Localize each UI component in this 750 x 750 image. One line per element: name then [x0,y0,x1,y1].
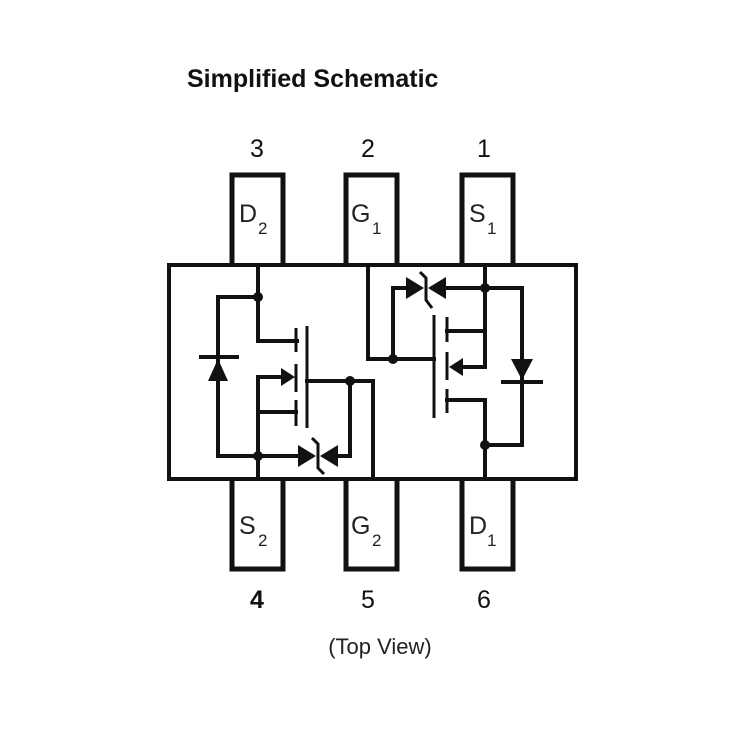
pin-1-s1: S 1 [459,172,516,269]
pin-name: G [351,200,370,228]
pin-name: D [239,200,257,228]
pin-number-4: 4 [250,586,264,614]
drain-wire-q1 [445,398,487,481]
pin-6-d1: D 1 [459,474,516,572]
pin-3-d2: D 2 [229,172,286,269]
pin-5-g2: G 2 [343,474,400,572]
pin-subscript: 1 [372,219,381,238]
diagram-title: Simplified Schematic [187,65,439,93]
diode-icon [501,359,543,384]
zener-wire-q1 [391,286,410,361]
pin-4-s2: S 2 [229,474,286,572]
arrow-icon [281,368,295,386]
pin-name: S [239,512,256,540]
pin-name: D [469,512,487,540]
pin-name: G [351,512,370,540]
pin-subscript: 1 [487,531,496,550]
zener-wire-q2 [336,379,352,458]
pin-2-g1: G 1 [343,172,400,269]
junction-dot [253,451,263,461]
diode-wire-q2 [216,295,260,458]
diode-icon [199,355,239,381]
gate-lead-q1 [366,264,436,361]
pin-name: S [469,200,486,228]
junction-dot [253,292,263,302]
pin-subscript: 2 [258,531,267,550]
pin-number-2: 2 [361,135,375,163]
zener-icon [298,436,338,476]
mosfet-q1 [366,264,543,481]
zener-icon [406,270,446,309]
junction-dot [345,376,355,386]
mosfet-q2 [199,264,375,481]
pin-subscript: 2 [258,219,267,238]
pin-number-6: 6 [477,586,491,614]
pin-subscript: 1 [487,219,496,238]
diode-wire-q1 [483,286,524,447]
pin-number-1: 1 [477,135,491,163]
pin-number-5: 5 [361,586,375,614]
drain-wire-q2 [256,264,299,343]
pin-number-3: 3 [250,135,264,163]
pin-subscript: 2 [372,531,381,550]
gate-lead-q2 [305,379,375,481]
arrow-icon [449,358,463,376]
view-caption: (Top View) [328,634,432,659]
